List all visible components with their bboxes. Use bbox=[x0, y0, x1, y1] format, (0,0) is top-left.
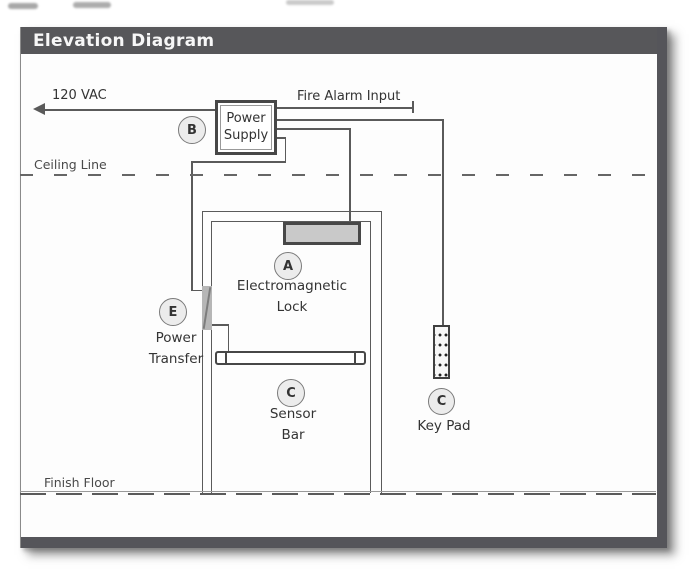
transfer-wire-run3 bbox=[211, 324, 229, 326]
panel-bottom-border bbox=[21, 537, 667, 548]
electromagnetic-lock bbox=[283, 222, 361, 245]
sensor-bar bbox=[215, 351, 366, 365]
figure-panel: Elevation Diagram bbox=[20, 27, 667, 548]
door-frame bbox=[202, 211, 382, 493]
vac-line bbox=[40, 109, 215, 111]
fire-alarm-line bbox=[277, 107, 414, 109]
floor-line bbox=[20, 491, 656, 492]
fire-alarm-terminal-tick bbox=[412, 101, 414, 113]
transfer-wire-drop1 bbox=[284, 137, 286, 162]
transfer-wire-run1 bbox=[191, 161, 286, 163]
ceiling-line bbox=[20, 174, 656, 176]
keypad bbox=[433, 325, 450, 379]
title-bar: Elevation Diagram bbox=[21, 27, 667, 54]
sensor-bar-label: Sensor Bar bbox=[269, 406, 317, 443]
keypad-label: Key Pad bbox=[417, 418, 471, 434]
power-supply-box: Power Supply bbox=[215, 100, 277, 155]
transfer-wire-drop3 bbox=[227, 324, 229, 352]
keypad-wire-vertical bbox=[442, 119, 444, 326]
ceiling-label: Ceiling Line bbox=[34, 157, 107, 172]
sensor-bar-endcap bbox=[225, 353, 227, 363]
transfer-wire-stub bbox=[277, 137, 286, 139]
power-transfer-device bbox=[202, 286, 212, 330]
scan-artifact bbox=[73, 2, 111, 8]
scan-artifact bbox=[8, 3, 38, 9]
sensor-bar-endcap bbox=[354, 353, 356, 363]
lock-wire-horizontal bbox=[277, 128, 351, 130]
scan-artifact bbox=[286, 0, 334, 5]
badge-sensor-bar: C bbox=[277, 379, 305, 407]
floor-line-dashes bbox=[20, 492, 656, 495]
power-transfer-cord bbox=[202, 287, 212, 329]
floor-label: Finish Floor bbox=[44, 475, 115, 490]
panel-right-border bbox=[657, 27, 667, 548]
power-transfer-label: Power Transfer bbox=[148, 330, 204, 367]
electromagnetic-lock-label: Electromagnetic Lock bbox=[236, 278, 348, 315]
badge-power-transfer: E bbox=[159, 298, 187, 326]
vac-label: 120 VAC bbox=[52, 88, 107, 103]
page-title: Elevation Diagram bbox=[33, 30, 215, 51]
fire-alarm-label: Fire Alarm Input bbox=[297, 89, 401, 104]
power-supply-label: Power Supply bbox=[220, 105, 272, 150]
lock-wire-vertical bbox=[349, 128, 351, 225]
keypad-wire-horizontal bbox=[277, 119, 443, 121]
vac-arrowhead-icon bbox=[33, 103, 45, 115]
door-leaf bbox=[211, 221, 371, 493]
badge-power-supply: B bbox=[178, 116, 206, 144]
transfer-wire-run2 bbox=[191, 289, 204, 291]
transfer-wire-drop2 bbox=[191, 161, 193, 291]
badge-keypad: C bbox=[428, 388, 455, 415]
badge-electromagnetic-lock: A bbox=[274, 252, 302, 280]
